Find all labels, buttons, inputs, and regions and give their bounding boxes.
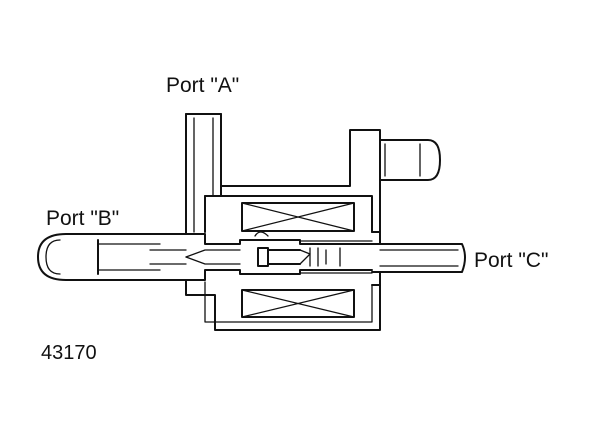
port-a-label: Port "A" [166, 74, 240, 97]
plunger-assembly [185, 231, 373, 281]
upper-coil [241, 202, 355, 232]
port-b-tube [37, 233, 187, 281]
electrical-connector [379, 139, 441, 181]
port-c-tube [371, 231, 466, 286]
port-a-tube [185, 113, 222, 235]
figure-number: 43170 [41, 342, 97, 364]
port-c-label: Port "C" [474, 249, 549, 272]
port-b-label: Port "B" [46, 207, 120, 230]
lower-coil [241, 289, 355, 318]
